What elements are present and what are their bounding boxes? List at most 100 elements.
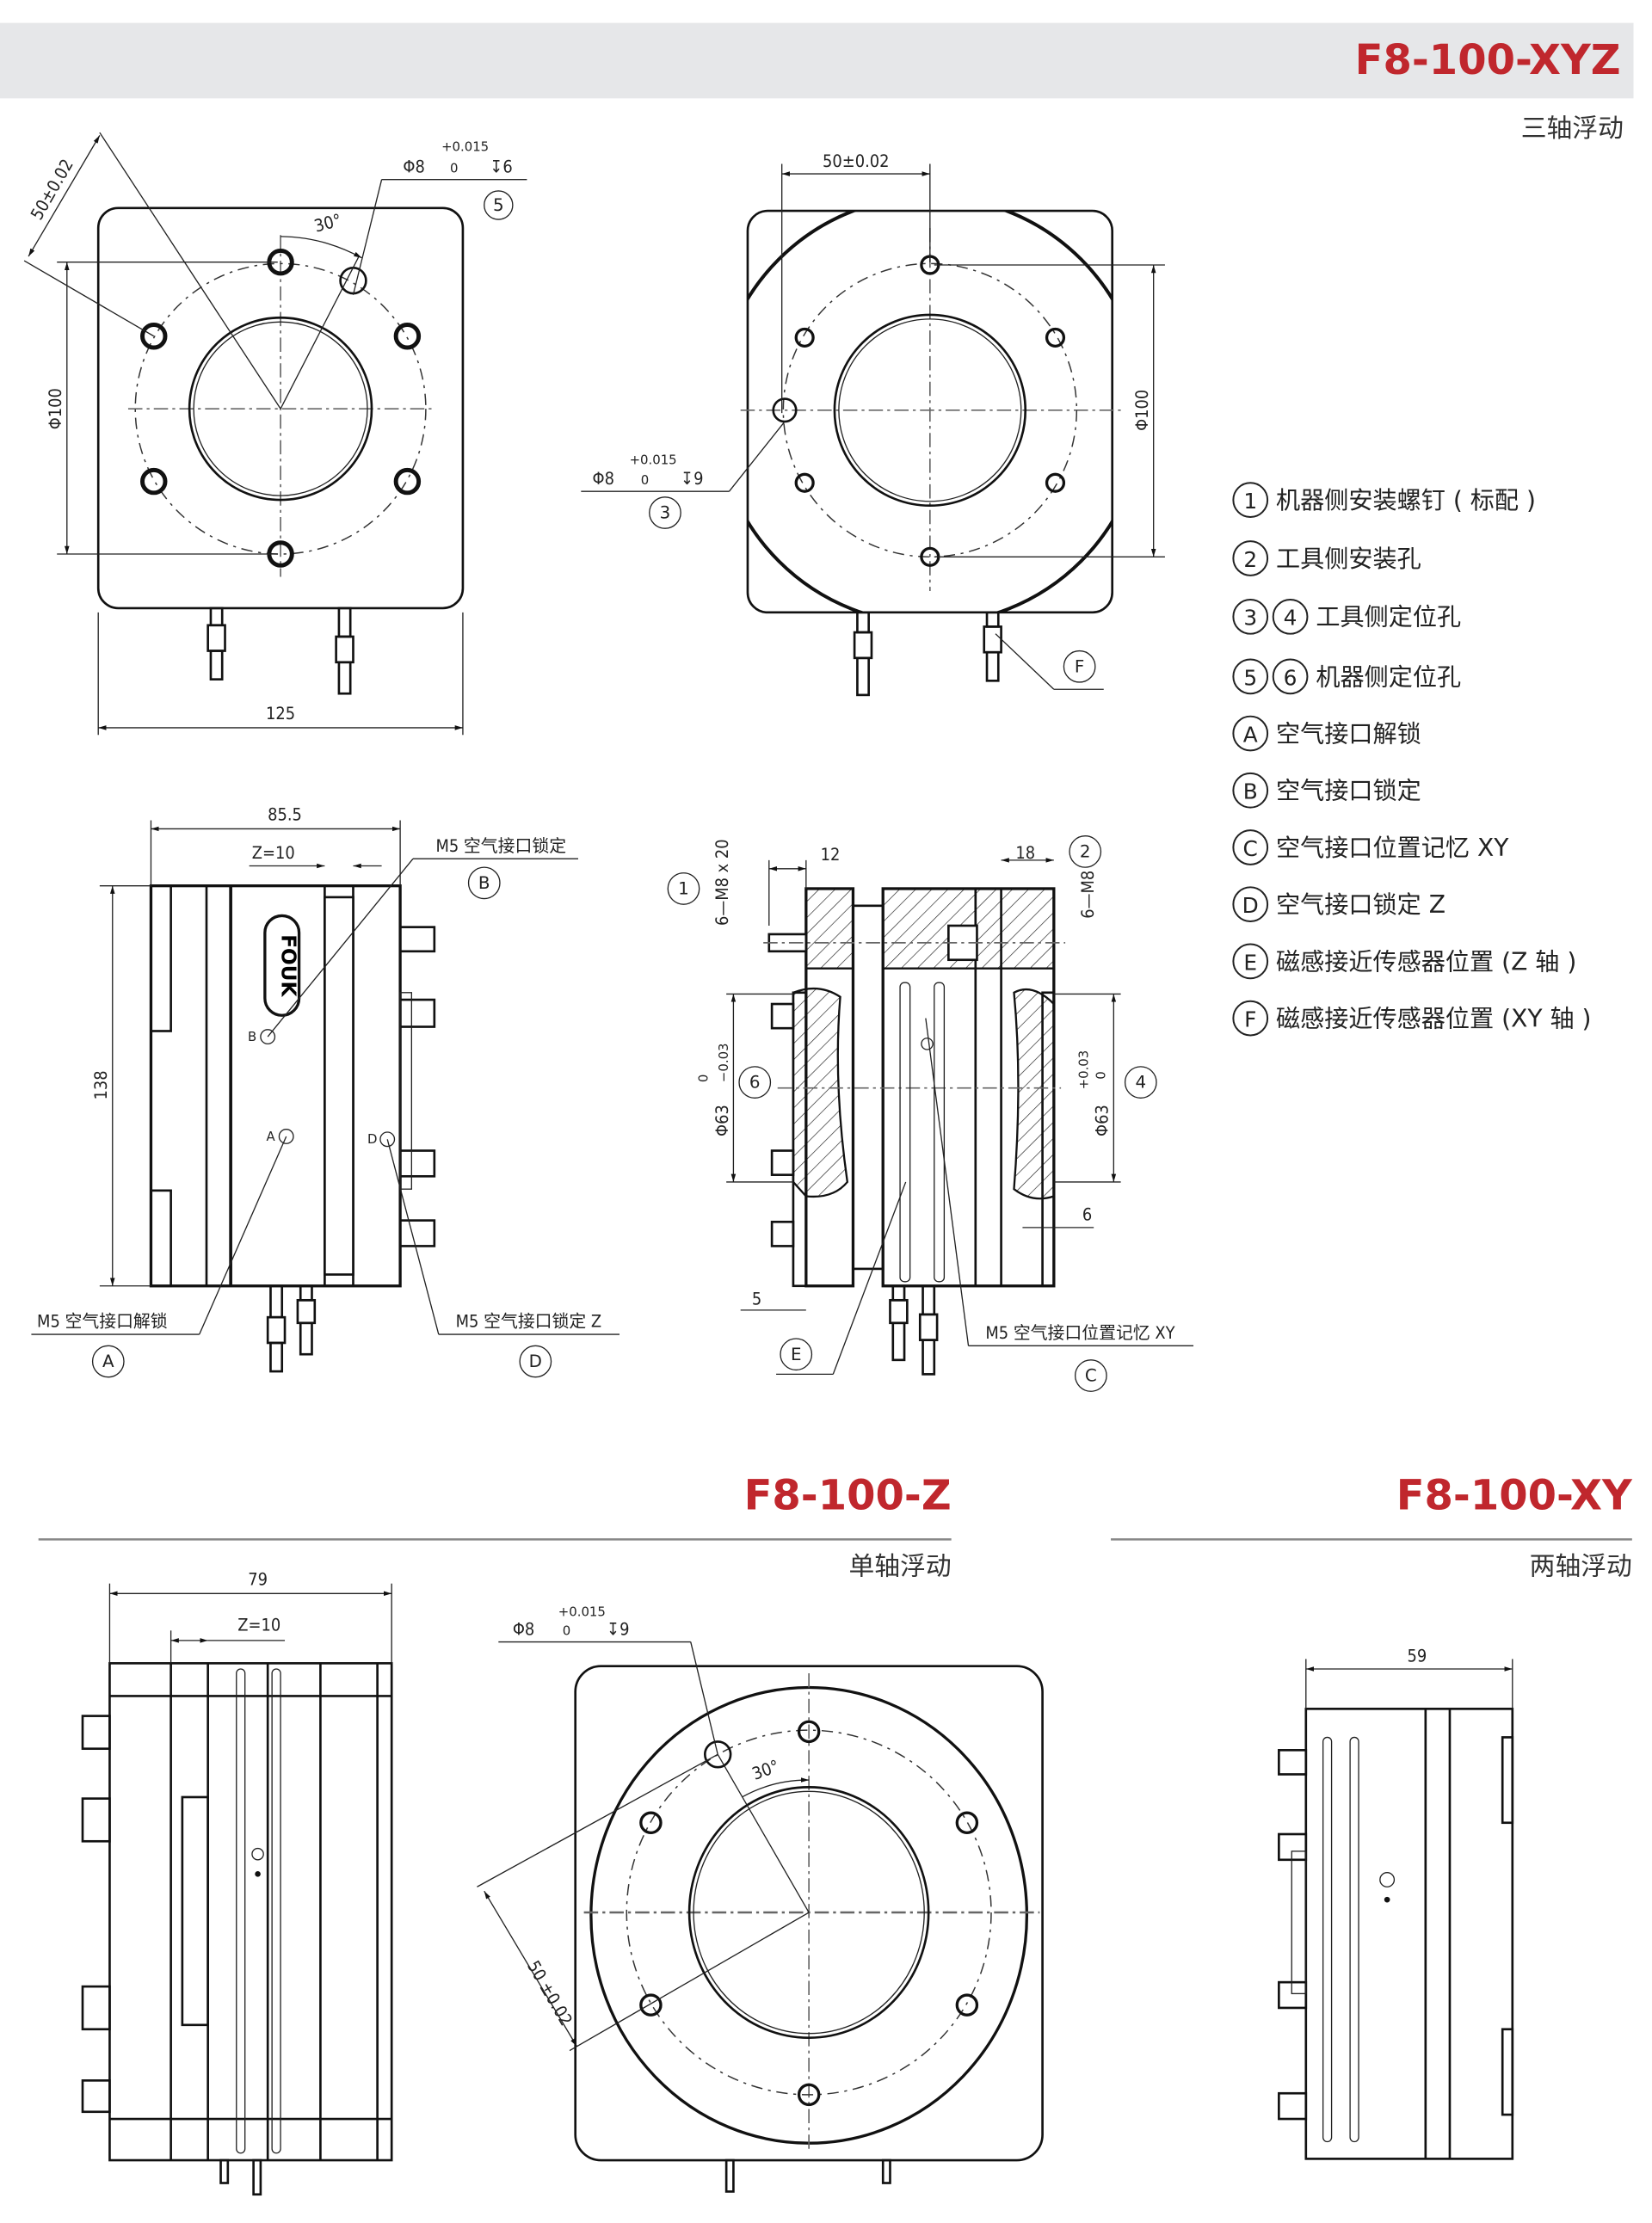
header-band bbox=[0, 22, 1634, 99]
svg-text:+0.03: +0.03 bbox=[1076, 1050, 1092, 1090]
svg-text:空气接口锁定: 空气接口锁定 bbox=[1276, 777, 1421, 805]
section-title-z: F8-100-Z bbox=[744, 1472, 952, 1520]
svg-text:Φ8: Φ8 bbox=[513, 1619, 534, 1639]
svg-text:Φ63: Φ63 bbox=[1093, 1105, 1113, 1136]
svg-text:3: 3 bbox=[660, 503, 671, 523]
svg-text:A: A bbox=[1243, 722, 1258, 747]
svg-text:空气接口位置记忆 XY: 空气接口位置记忆 XY bbox=[1276, 834, 1509, 862]
svg-text:Φ8: Φ8 bbox=[593, 469, 614, 489]
dowel-hole-5 bbox=[339, 266, 367, 295]
air-fittings bbox=[853, 611, 1002, 697]
svg-text:2: 2 bbox=[1080, 842, 1091, 862]
svg-text:0: 0 bbox=[641, 472, 649, 488]
callout-2 bbox=[1069, 835, 1102, 868]
z-side-view: 79 Z=10 bbox=[81, 1569, 393, 2196]
svg-text:−0.03: −0.03 bbox=[716, 1043, 731, 1082]
svg-text:3: 3 bbox=[1243, 606, 1257, 631]
legend-item: 5 6 机器侧定位孔 bbox=[1232, 658, 1461, 695]
callout-d bbox=[519, 1345, 552, 1378]
svg-text:E: E bbox=[791, 1345, 802, 1364]
svg-text:D: D bbox=[367, 1131, 377, 1147]
svg-text:空气接口解锁: 空气接口解锁 bbox=[1276, 719, 1421, 748]
svg-text:C: C bbox=[1243, 836, 1258, 861]
callout-3 bbox=[649, 496, 681, 529]
callout-6 bbox=[738, 1066, 772, 1099]
svg-text:138: 138 bbox=[91, 1070, 111, 1099]
svg-text:79: 79 bbox=[248, 1569, 268, 1589]
pins bbox=[398, 926, 436, 1247]
svg-text:1: 1 bbox=[678, 879, 689, 899]
svg-text:B: B bbox=[1243, 779, 1258, 804]
svg-text:50±0.02: 50±0.02 bbox=[823, 151, 889, 171]
svg-text:Z=10: Z=10 bbox=[252, 843, 295, 863]
legend-item: D 空气接口锁定 Z bbox=[1232, 886, 1446, 923]
svg-text:6—M8 x 20: 6—M8 x 20 bbox=[712, 839, 732, 926]
page-title: F8-100-XYZ bbox=[1355, 36, 1621, 84]
svg-text:+0.015: +0.015 bbox=[630, 453, 677, 468]
svg-text:5: 5 bbox=[1243, 665, 1257, 690]
svg-text:工具侧定位孔: 工具侧定位孔 bbox=[1316, 603, 1461, 631]
svg-text:A: A bbox=[267, 1129, 276, 1144]
svg-text:0: 0 bbox=[696, 1075, 712, 1082]
callout-f bbox=[1063, 650, 1096, 683]
svg-text:D: D bbox=[529, 1352, 542, 1371]
xy-side-view: 59 bbox=[1278, 1647, 1514, 2160]
fouk-logo bbox=[263, 914, 301, 1017]
callout-e bbox=[780, 1338, 813, 1371]
callout-a bbox=[91, 1345, 125, 1378]
svg-text:6: 6 bbox=[1284, 665, 1298, 690]
svg-text:M5 空气接口锁定: M5 空气接口锁定 bbox=[435, 836, 566, 856]
svg-text:4: 4 bbox=[1135, 1073, 1146, 1093]
svg-text:D: D bbox=[1242, 893, 1259, 918]
legend-item: C 空气接口位置记忆 XY bbox=[1232, 829, 1509, 865]
section-subtitle-xy: 两轴浮动 bbox=[1530, 1552, 1632, 1582]
svg-text:0: 0 bbox=[1093, 1071, 1108, 1079]
svg-text:工具侧安装孔: 工具侧安装孔 bbox=[1276, 545, 1421, 573]
front-view-machine-side: 30° 125 Φ100 50±0.02 Φ8 +0.015 0 ↧6 5 bbox=[23, 132, 527, 736]
svg-text:0: 0 bbox=[563, 1623, 570, 1638]
svg-text:M5 空气接口解锁: M5 空气接口解锁 bbox=[37, 1312, 168, 1332]
callout-5 bbox=[484, 190, 514, 220]
svg-text:4: 4 bbox=[1284, 606, 1298, 631]
air-fittings bbox=[266, 1284, 317, 1373]
svg-text:机器侧定位孔: 机器侧定位孔 bbox=[1316, 662, 1461, 691]
z-front-view: 30° Φ8 +0.015 0 ↧9 50 ±0.02 bbox=[477, 1604, 1044, 2193]
svg-text:Φ63: Φ63 bbox=[712, 1105, 732, 1136]
svg-text:6—M8: 6—M8 bbox=[1078, 871, 1098, 919]
svg-text:B: B bbox=[478, 873, 490, 893]
svg-text:6: 6 bbox=[1082, 1205, 1092, 1225]
svg-text:+0.015: +0.015 bbox=[558, 1604, 606, 1620]
svg-text:Φ8: Φ8 bbox=[403, 157, 424, 176]
svg-text:空气接口锁定 Z: 空气接口锁定 Z bbox=[1276, 890, 1446, 919]
svg-text:+0.015: +0.015 bbox=[441, 139, 489, 155]
svg-text:5: 5 bbox=[752, 1289, 761, 1309]
svg-text:6: 6 bbox=[749, 1073, 761, 1093]
svg-text:59: 59 bbox=[1408, 1647, 1427, 1666]
section-title-xy: F8-100-XY bbox=[1396, 1472, 1633, 1520]
air-fittings bbox=[889, 1284, 939, 1376]
legend-item: 3 4 工具侧定位孔 bbox=[1232, 598, 1461, 635]
svg-text:↧9: ↧9 bbox=[607, 1619, 629, 1639]
air-fittings bbox=[206, 607, 354, 695]
svg-text:F: F bbox=[1075, 656, 1084, 676]
svg-text:A: A bbox=[102, 1352, 114, 1371]
fouk-logo-text: FOUK bbox=[277, 934, 300, 997]
legend-item: A 空气接口解锁 bbox=[1232, 715, 1421, 752]
section-subtitle-z: 单轴浮动 bbox=[849, 1552, 952, 1582]
mounting-holes bbox=[639, 1720, 979, 2107]
svg-text:30°: 30° bbox=[312, 210, 344, 236]
svg-text:125: 125 bbox=[266, 704, 295, 724]
svg-text:50 ±0.02: 50 ±0.02 bbox=[523, 1957, 576, 2029]
svg-text:18: 18 bbox=[1015, 843, 1035, 863]
svg-text:↧9: ↧9 bbox=[681, 469, 703, 489]
svg-text:M5 空气接口锁定 Z: M5 空气接口锁定 Z bbox=[456, 1312, 602, 1332]
callout-4 bbox=[1124, 1066, 1157, 1099]
front-view-tool-side: 50±0.02 Φ100 Φ8 +0.015 0 ↧9 3 F bbox=[581, 151, 1165, 697]
svg-text:5: 5 bbox=[493, 195, 504, 215]
svg-text:85.5: 85.5 bbox=[268, 805, 302, 825]
svg-text:Φ100: Φ100 bbox=[1132, 390, 1152, 431]
